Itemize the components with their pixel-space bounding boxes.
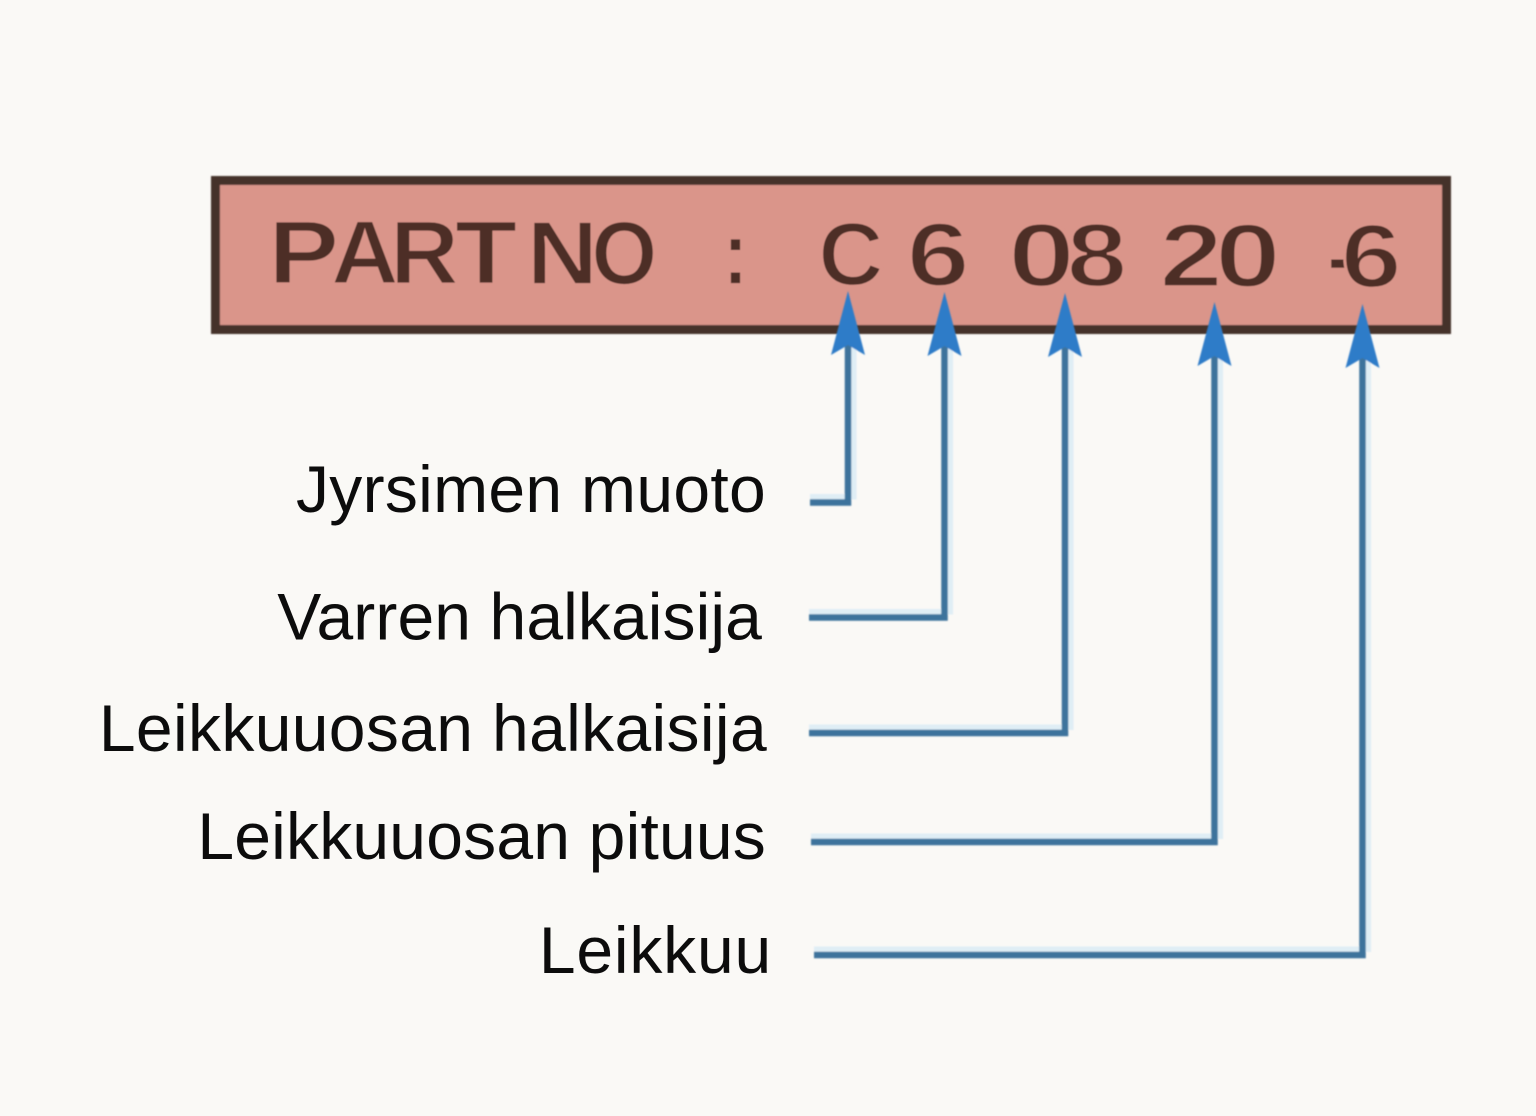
svg-text:A: A <box>331 203 399 303</box>
svg-text:8: 8 <box>1067 206 1128 306</box>
svg-text:6: 6 <box>907 204 970 305</box>
svg-text:Leikkuu: Leikkuu <box>539 913 772 987</box>
svg-text:2: 2 <box>1160 205 1223 306</box>
svg-text:Varren halkaisija: Varren halkaisija <box>277 580 762 654</box>
svg-text:C: C <box>818 204 883 305</box>
svg-text:-: - <box>1328 206 1351 307</box>
svg-text:O: O <box>592 204 658 304</box>
svg-text:N: N <box>527 203 598 304</box>
svg-text::: : <box>723 202 748 303</box>
svg-text:Jyrsimen muoto: Jyrsimen muoto <box>296 452 766 526</box>
svg-text:Leikkuuosan pituus: Leikkuuosan pituus <box>197 799 766 873</box>
svg-text:0: 0 <box>1008 205 1075 306</box>
svg-text:0: 0 <box>1215 206 1281 306</box>
svg-text:Leikkuuosan halkaisija: Leikkuuosan halkaisija <box>99 691 767 765</box>
svg-text:R: R <box>390 202 459 303</box>
svg-text:P: P <box>268 202 339 303</box>
svg-text:6: 6 <box>1341 206 1402 307</box>
svg-text:T: T <box>455 203 517 303</box>
